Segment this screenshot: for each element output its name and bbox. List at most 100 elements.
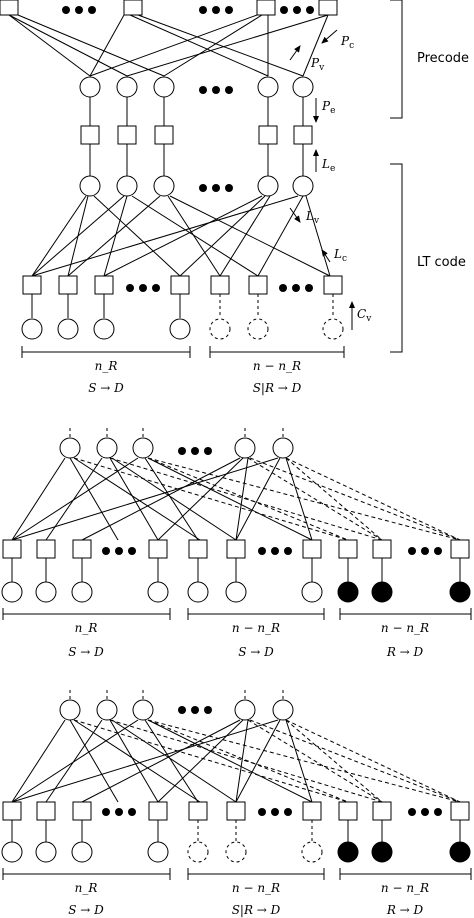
brace-label: n − n_R	[232, 621, 280, 635]
intermediate-node	[79, 76, 101, 98]
label-pv: Pv	[310, 56, 325, 73]
lt-check-node	[148, 539, 168, 559]
lt-check-node	[36, 539, 56, 559]
channel-observation-node	[301, 581, 323, 603]
brace-label: n − n_R	[253, 359, 301, 373]
equality-check-node	[154, 125, 174, 145]
precode-bracket	[390, 0, 403, 119]
lt-check-node	[188, 539, 208, 559]
channel-caption: R → D	[386, 903, 424, 917]
intermediate-node	[257, 76, 279, 98]
precode-check-node	[0, 0, 19, 16]
intermediate-node	[153, 76, 175, 98]
brace-label: n − n_R	[381, 881, 429, 895]
intermediate-node	[116, 76, 138, 98]
diagram-2	[1, 428, 472, 620]
lt-input-node	[132, 437, 154, 459]
precode-check-node	[123, 0, 143, 16]
relay-check-node	[450, 539, 470, 559]
channel-observation-node	[35, 841, 57, 863]
lt-check-node	[323, 275, 343, 295]
ellipsis-dots	[178, 706, 212, 714]
label-pe: Pe	[321, 99, 335, 116]
lt-check-node	[94, 275, 114, 295]
ellipsis-dots	[199, 184, 233, 192]
erased-observation-node	[225, 841, 247, 863]
precode-check-node	[256, 0, 276, 16]
ltcode-bracket	[390, 163, 403, 353]
lt-input-node	[79, 175, 101, 197]
equality-check-node	[293, 125, 313, 145]
lt-check-node	[2, 539, 22, 559]
relay-observation-node	[371, 581, 393, 603]
lt-check-node	[226, 539, 246, 559]
relay-check-node	[338, 801, 358, 821]
lt-input-node	[234, 699, 256, 721]
lt-check-node	[226, 801, 246, 821]
channel-observation-node	[169, 318, 191, 340]
diagram-3	[1, 690, 472, 880]
relay-check-node	[450, 801, 470, 821]
equality-check-node	[258, 125, 278, 145]
brace-label: n_R	[75, 881, 98, 895]
lt-check-node	[2, 801, 22, 821]
relay-observation-node	[337, 581, 359, 603]
ellipsis-dots	[102, 808, 442, 816]
label-le: Le	[321, 157, 335, 174]
channel-caption: S → D	[68, 645, 104, 659]
ltcode-label: LT code	[417, 255, 466, 270]
diagram-1-labels: Pc Pv Pe Le Lv Lc Cv Precode LT code n_R…	[88, 34, 469, 395]
brace-label: n − n_R	[381, 621, 429, 635]
label-pc: Pc	[340, 34, 354, 51]
channel-observation-node	[187, 581, 209, 603]
channel-observation-node	[35, 581, 57, 603]
diagram-1	[0, 0, 403, 358]
channel-observation-node	[147, 841, 169, 863]
channel-caption: S → D	[68, 903, 104, 917]
lt-input-node	[272, 437, 294, 459]
channel-caption: S|R → D	[253, 381, 302, 395]
relay-check-node	[338, 539, 358, 559]
lt-input-node	[257, 175, 279, 197]
brace-label: n_R	[95, 359, 118, 373]
erased-observation-node	[247, 318, 269, 340]
equality-check-node	[117, 125, 137, 145]
channel-observation-node	[1, 581, 23, 603]
intermediate-node	[292, 76, 314, 98]
ellipsis-dots	[199, 86, 233, 94]
lt-check-node	[302, 801, 322, 821]
message-arrow	[321, 29, 338, 44]
erased-observation-node	[301, 841, 323, 863]
relay-observation-node	[449, 841, 471, 863]
relay-check-node	[372, 539, 392, 559]
lt-input-node	[292, 175, 314, 197]
channel-observation-node	[147, 581, 169, 603]
lt-check-node	[148, 801, 168, 821]
diagram-2-labels: n_R n − n_R n − n_R S → D S → D R → D	[68, 621, 429, 659]
lt-input-node	[96, 699, 118, 721]
brace-label: n_R	[75, 621, 98, 635]
lt-input-node	[234, 437, 256, 459]
lt-check-node	[248, 275, 268, 295]
channel-observation-node	[93, 318, 115, 340]
precode-label: Precode	[417, 51, 469, 66]
precode-check-node	[318, 0, 338, 16]
lt-input-node	[153, 175, 175, 197]
ellipsis-dots	[126, 284, 313, 292]
brace-label: n − n_R	[232, 881, 280, 895]
ellipsis-dots	[178, 447, 212, 455]
lt-input-node	[272, 699, 294, 721]
channel-caption: S → D	[238, 645, 274, 659]
label-cv: Cv	[357, 307, 372, 324]
message-arrow	[321, 249, 331, 263]
relay-observation-node	[337, 841, 359, 863]
message-arrow	[289, 207, 301, 223]
label-lv: Lv	[305, 209, 320, 226]
lt-input-node	[96, 437, 118, 459]
channel-caption: S|R → D	[232, 903, 281, 917]
relay-observation-node	[371, 841, 393, 863]
lt-check-node	[302, 539, 322, 559]
relay-observation-node	[449, 581, 471, 603]
lt-input-node	[59, 437, 81, 459]
